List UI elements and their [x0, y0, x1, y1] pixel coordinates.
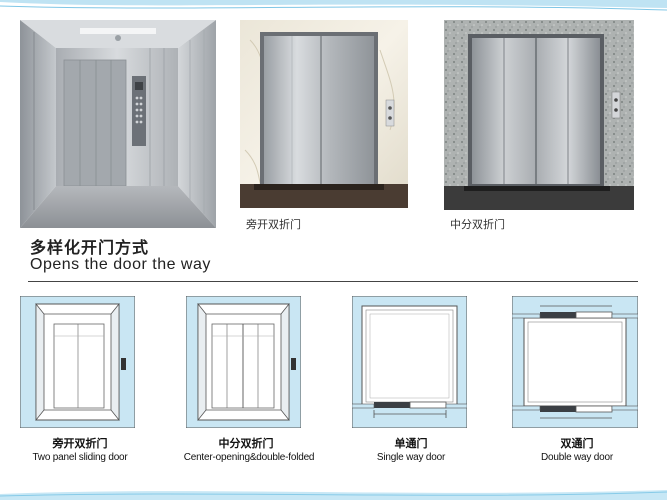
diagram-3-label-english: Single way door — [376, 452, 446, 463]
diagram-3-label-chinese: 单通门 — [394, 437, 428, 450]
side-opening-door-photo — [240, 20, 408, 208]
diagram-1-label-chinese: 旁开双折门 — [52, 437, 108, 450]
diagram-2-label-chinese: 中分双折门 — [218, 437, 274, 450]
double-way-door-diagram — [512, 296, 638, 428]
two-panel-sliding-door-diagram — [20, 296, 135, 428]
bottom-decoration — [0, 490, 667, 500]
section-heading-english: Opens the door the way — [30, 256, 211, 273]
top-decoration — [0, 0, 667, 14]
cabin-interior-photo — [20, 20, 216, 228]
diagram-4-label-english: Double way door — [540, 452, 614, 463]
heading-divider — [28, 281, 638, 282]
side-door-caption: 旁开双折门 — [246, 218, 301, 231]
center-opening-door-diagram — [186, 296, 301, 428]
diagram-2-label-english: Center-opening&double-folded — [183, 452, 315, 463]
center-opening-door-photo — [444, 20, 634, 210]
single-way-door-diagram — [352, 296, 467, 428]
section-heading-chinese: 多样化开门方式 — [30, 238, 150, 257]
center-door-caption: 中分双折门 — [450, 218, 505, 231]
diagram-1-label-english: Two panel sliding door — [32, 452, 128, 463]
diagram-4-label-chinese: 双通门 — [560, 437, 594, 450]
